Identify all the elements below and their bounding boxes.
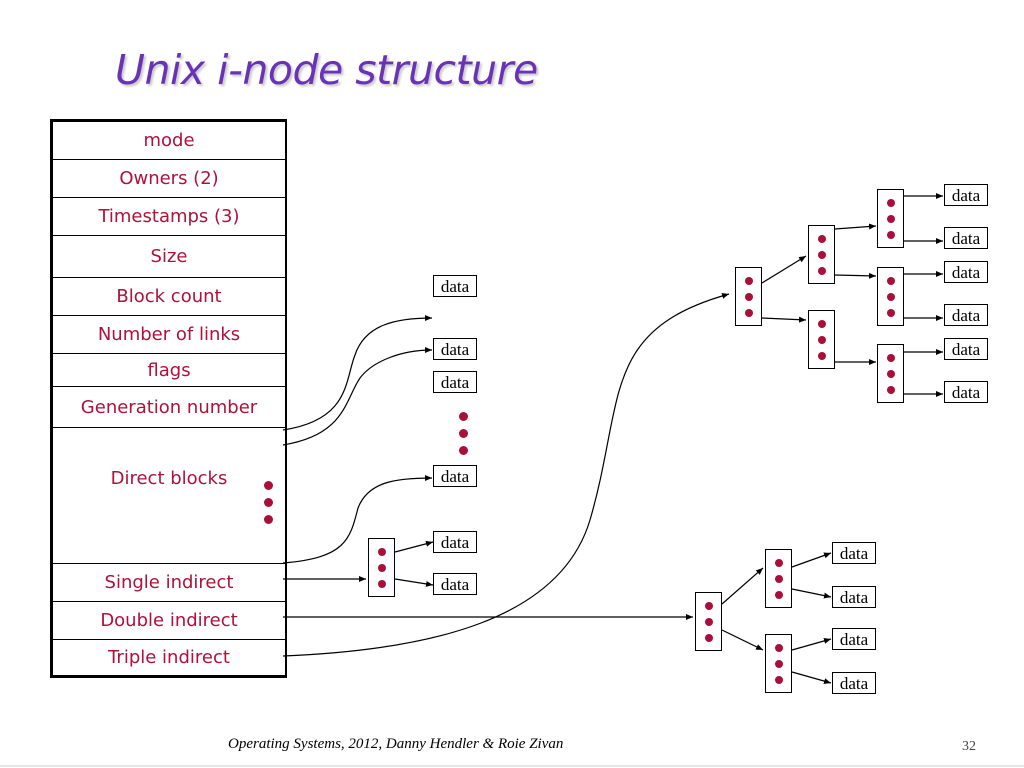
field-generation-number: Generation number xyxy=(53,387,285,428)
double-indirect-child-block xyxy=(765,634,792,693)
triple-indirect-block xyxy=(735,267,762,326)
data-block: data xyxy=(944,338,988,360)
direct-ellipsis-dot xyxy=(264,498,273,507)
data-block: data xyxy=(832,628,876,650)
data-block: data xyxy=(433,531,477,553)
data-ellipsis-dot xyxy=(459,429,468,438)
field-size: Size xyxy=(53,236,285,278)
field-owners: Owners (2) xyxy=(53,160,285,198)
data-block: data xyxy=(433,338,477,360)
data-block: data xyxy=(433,275,477,297)
field-double-indirect: Double indirect xyxy=(53,602,285,640)
triple-indirect-level3-block xyxy=(877,267,904,326)
field-number-of-links: Number of links xyxy=(53,316,285,354)
data-block: data xyxy=(832,672,876,694)
triple-indirect-level3-block xyxy=(877,344,904,403)
data-block: data xyxy=(832,586,876,608)
single-indirect-block xyxy=(368,538,395,597)
inode-table: mode Owners (2) Timestamps (3) Size Bloc… xyxy=(50,119,287,678)
data-block: data xyxy=(944,227,988,249)
data-block: data xyxy=(832,542,876,564)
direct-ellipsis-dot xyxy=(264,481,273,490)
data-block: data xyxy=(944,381,988,403)
page-number: 32 xyxy=(962,739,976,754)
data-block: data xyxy=(433,371,477,393)
field-triple-indirect: Triple indirect xyxy=(108,647,230,668)
field-block-count: Block count xyxy=(53,278,285,316)
double-indirect-child-block xyxy=(765,549,792,608)
double-indirect-block xyxy=(695,592,722,651)
data-ellipsis-dot xyxy=(459,412,468,421)
data-block: data xyxy=(944,304,988,326)
field-mode: mode xyxy=(53,122,285,160)
triple-indirect-level2-block xyxy=(808,225,835,284)
field-flags: flags xyxy=(53,354,285,387)
data-block: data xyxy=(944,261,988,283)
bottom-divider xyxy=(0,765,1024,767)
data-block: data xyxy=(433,465,477,487)
data-ellipsis-dot xyxy=(459,446,468,455)
triple-indirect-level2-block xyxy=(808,310,835,369)
footer-credit: Operating Systems, 2012, Danny Hendler &… xyxy=(228,736,564,752)
data-block: data xyxy=(944,184,988,206)
slide-title: Unix i-node structure xyxy=(115,46,538,94)
field-single-indirect: Single indirect xyxy=(53,564,285,602)
data-block: data xyxy=(433,573,477,595)
field-timestamps: Timestamps (3) xyxy=(53,198,285,236)
direct-ellipsis-dot xyxy=(264,515,273,524)
field-direct-blocks: Direct blocks xyxy=(53,428,285,564)
triple-indirect-level3-block xyxy=(877,189,904,248)
